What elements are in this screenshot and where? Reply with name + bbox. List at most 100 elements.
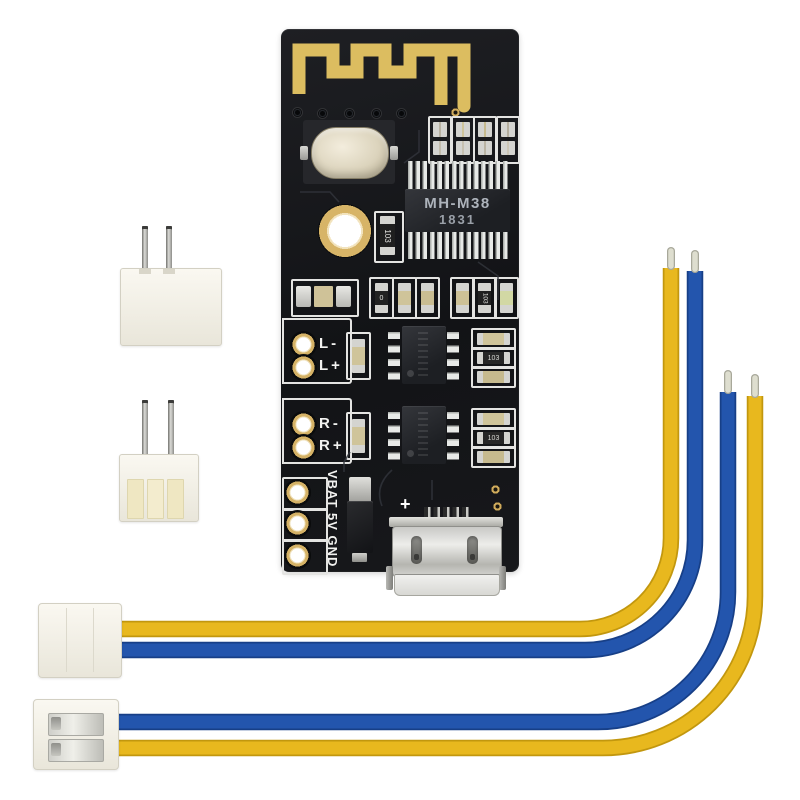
cap-pair-outline	[428, 116, 452, 164]
usb-dimple-hole	[470, 554, 475, 560]
resistor-marking: 103	[487, 435, 500, 442]
resistor-marking: 103	[487, 355, 500, 362]
main-chip: MH-M38 1831	[405, 189, 510, 232]
usb-dimple	[411, 536, 422, 564]
l-minus-hole	[292, 333, 315, 356]
jst-plug-2	[33, 699, 119, 770]
gold-via	[491, 485, 500, 494]
header-slot	[147, 479, 164, 519]
via	[318, 109, 327, 118]
amp2-pins-left	[388, 412, 400, 460]
vbat-hole	[286, 481, 309, 504]
header-b-pin	[168, 400, 174, 458]
usb-dimple	[467, 536, 478, 564]
cap-pair-outline	[473, 116, 497, 164]
wire-tips	[667, 247, 759, 398]
chip-pins-bottom	[408, 232, 510, 259]
header-a-pin	[166, 226, 172, 272]
gold-via	[493, 502, 502, 511]
pin1-dot	[407, 370, 414, 377]
amp-chip-marking	[418, 332, 428, 378]
resistor-103: 103	[380, 216, 395, 255]
pin-header-b	[119, 454, 199, 522]
resistor-103: 103	[477, 432, 510, 444]
usb-foot	[499, 566, 506, 590]
plug-seam	[93, 608, 94, 672]
resistor-marking: 103	[383, 229, 392, 243]
component-outline	[471, 366, 516, 388]
diode-body	[347, 501, 373, 553]
capacitor	[500, 141, 515, 155]
chip-pins-top	[408, 161, 510, 189]
l-plus-label: L+	[319, 357, 343, 374]
usb-front-face	[394, 574, 500, 596]
r-plus-label: R+	[319, 437, 345, 454]
power-labels: VBAT 5V GND	[325, 470, 340, 568]
capacitor	[478, 141, 492, 155]
capacitor	[433, 141, 447, 155]
resistor-103: 103	[477, 352, 510, 364]
component-outline	[415, 277, 440, 319]
contact-spring	[51, 717, 61, 730]
capacitor	[477, 451, 510, 463]
led	[500, 283, 513, 313]
r-plus-hole	[292, 436, 315, 459]
jst-plug-1	[38, 603, 122, 678]
component-outline	[291, 279, 359, 317]
component-outline	[346, 332, 371, 380]
gold-via	[451, 108, 460, 117]
header-slot	[167, 479, 184, 519]
resistor-0: 0	[375, 283, 388, 313]
plug-contact	[48, 739, 104, 762]
capacitor	[477, 413, 510, 425]
r-channel-outline	[282, 398, 352, 464]
pin-header-a	[120, 268, 222, 346]
resistor-103: 103	[478, 283, 491, 313]
r-minus-hole	[292, 413, 315, 436]
capacitor	[455, 141, 470, 155]
amp1-pins-left	[388, 332, 400, 380]
capacitor	[421, 283, 434, 313]
amp-chip-marking	[418, 412, 428, 458]
diode-tab	[349, 477, 371, 503]
plug-contact	[48, 713, 104, 736]
capacitor	[398, 283, 411, 313]
crystal-lead	[300, 146, 308, 160]
header-notch	[163, 269, 175, 274]
capacitor	[352, 419, 365, 453]
capacitor	[477, 333, 510, 345]
pcb-board: MH-M38 1831 103 0	[281, 29, 520, 575]
crystal-lead	[390, 146, 398, 160]
component-outline	[392, 277, 417, 319]
resistor-outline: 103	[374, 211, 404, 263]
mounting-hole	[318, 204, 372, 258]
usb-plus-label: +	[400, 494, 411, 514]
5v-hole	[286, 512, 309, 535]
usb-flange	[389, 517, 503, 527]
component-outline	[494, 277, 519, 319]
crystal-base	[300, 120, 398, 184]
capacitor	[352, 339, 365, 373]
resistor-marking: 0	[379, 295, 384, 302]
capacitor	[455, 122, 470, 137]
capacitor	[477, 371, 510, 383]
header-slot	[127, 479, 144, 519]
plug-seam	[66, 608, 67, 672]
pin1-dot	[407, 450, 414, 457]
component-outline: 0	[369, 277, 394, 319]
diode-lead	[352, 553, 367, 562]
capacitor	[500, 122, 515, 137]
capacitor	[478, 122, 492, 137]
usb-foot	[386, 566, 393, 590]
via	[345, 109, 354, 118]
crystal-can	[311, 127, 389, 179]
via	[372, 109, 381, 118]
l-plus-hole	[292, 356, 315, 379]
component-outline	[471, 446, 516, 468]
cap-pair-outline	[495, 116, 520, 164]
resistor-marking: 103	[481, 292, 489, 304]
gnd-hole	[286, 544, 309, 567]
header-notch	[139, 269, 151, 274]
header-a-pin	[142, 226, 148, 272]
